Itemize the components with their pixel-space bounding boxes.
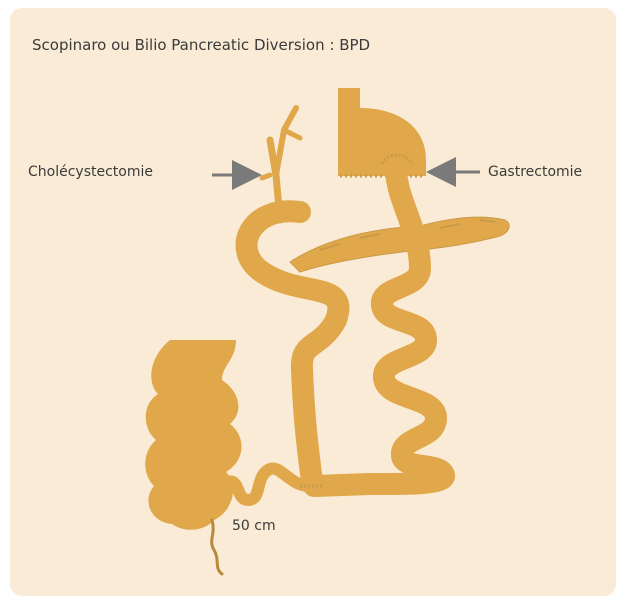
pancreas — [290, 217, 509, 272]
common-channel — [228, 468, 312, 500]
appendix — [212, 520, 222, 574]
colon — [145, 340, 241, 530]
